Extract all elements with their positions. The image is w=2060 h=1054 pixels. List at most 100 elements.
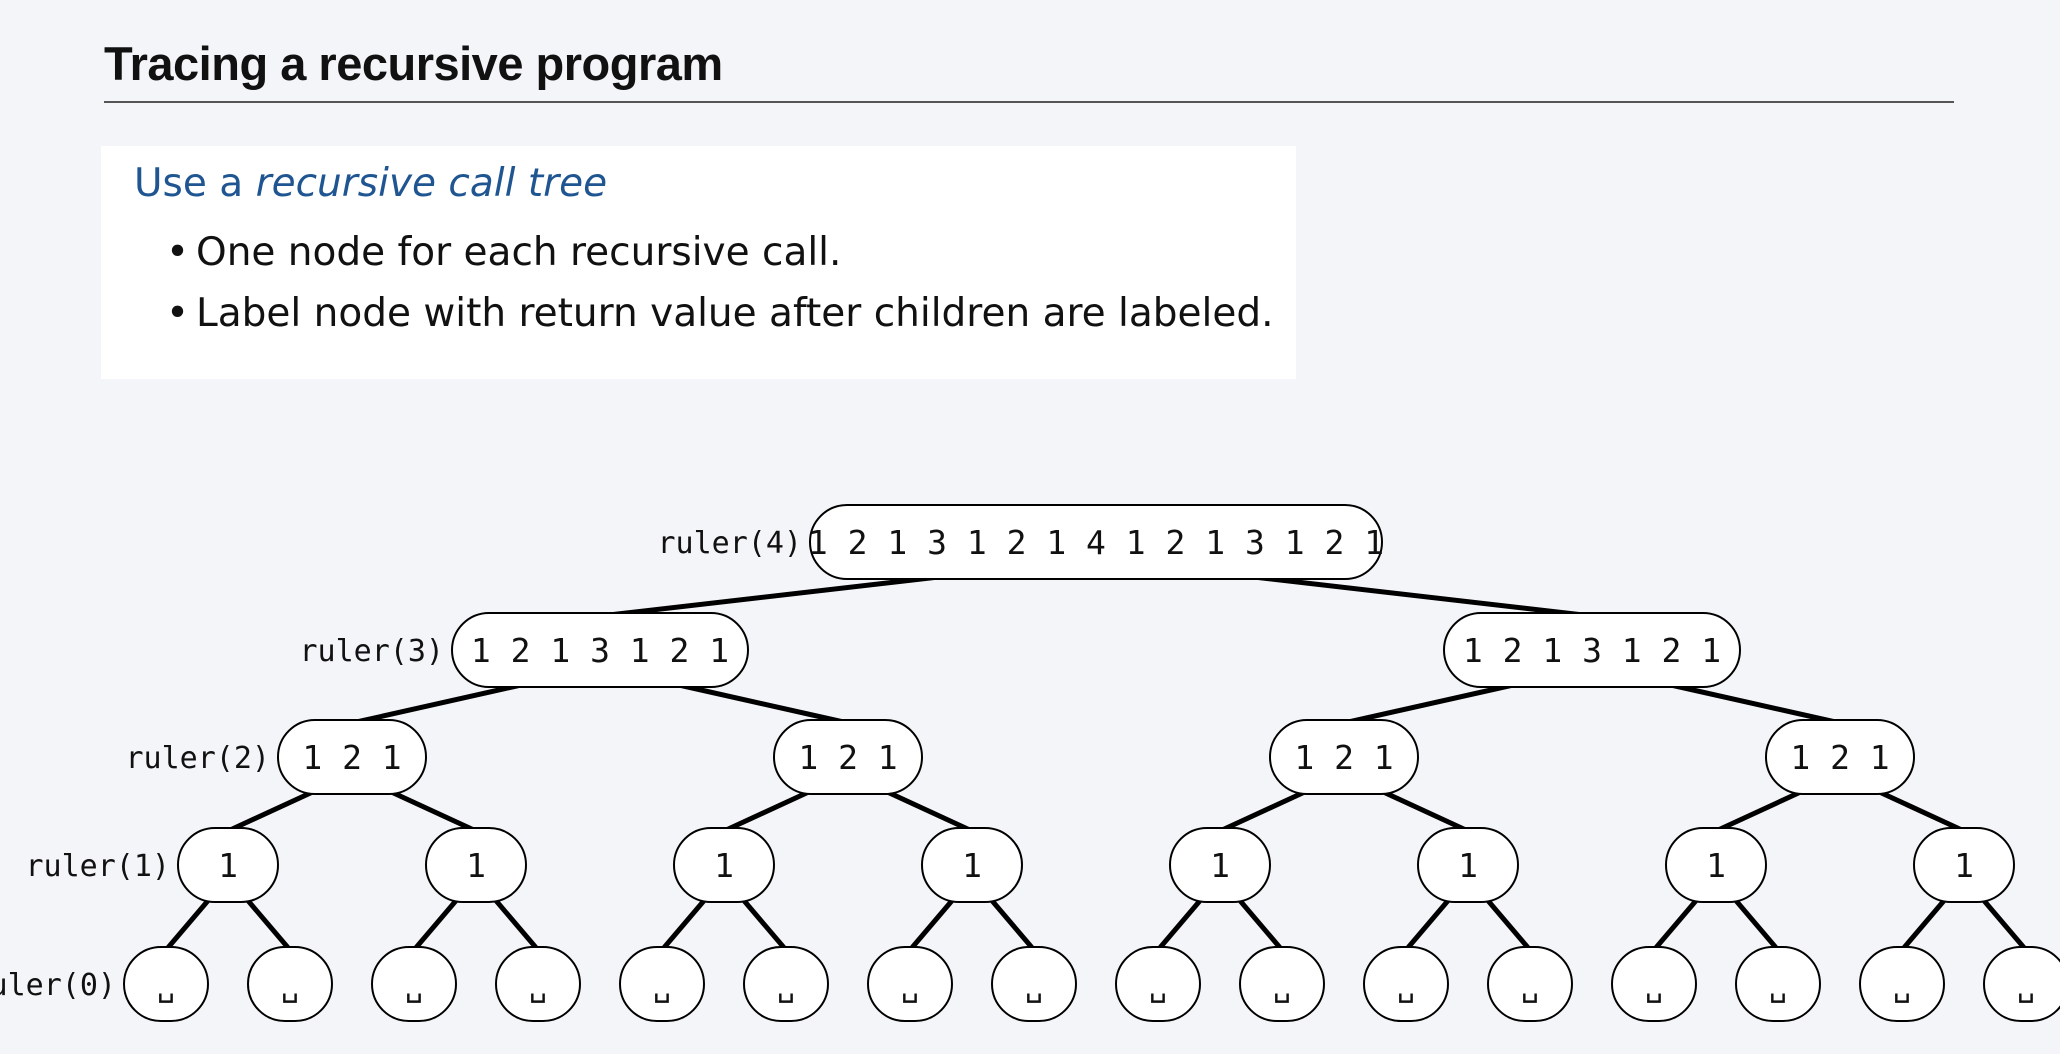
call-node-value: ␣ xyxy=(1397,969,1415,1004)
tree-edge xyxy=(740,897,788,952)
call-node-3 xyxy=(1169,827,1271,903)
tree-edge xyxy=(244,897,292,952)
call-node-value: 1 2 1 xyxy=(302,738,401,777)
call-node-4 xyxy=(867,946,953,1022)
tree-edge xyxy=(1900,897,1948,952)
tree-edge xyxy=(722,788,812,834)
call-node-4 xyxy=(619,946,705,1022)
level-label: ruler(0) xyxy=(0,968,116,1003)
call-node-3 xyxy=(1417,827,1519,903)
call-node-2 xyxy=(1269,719,1419,795)
tree-edge xyxy=(1665,681,1841,726)
call-node-4 xyxy=(1735,946,1821,1022)
call-node-value: ␣ xyxy=(1273,969,1291,1004)
call-node-3 xyxy=(1913,827,2015,903)
call-node-4 xyxy=(1115,946,1201,1022)
tree-edge xyxy=(1343,681,1519,726)
call-node-value: ␣ xyxy=(901,969,919,1004)
call-node-3 xyxy=(1665,827,1767,903)
call-node-value: ␣ xyxy=(1769,969,1787,1004)
call-node-4 xyxy=(1363,946,1449,1022)
tree-edge xyxy=(988,897,1036,952)
call-node-2 xyxy=(1765,719,1915,795)
call-node-value: ␣ xyxy=(1893,969,1911,1004)
tree-edge xyxy=(492,897,540,952)
call-node-3 xyxy=(425,827,527,903)
slide-title: Tracing a recursive program xyxy=(104,37,723,90)
call-node-value: 1 2 1 3 1 2 1 xyxy=(1463,631,1721,670)
tree-edge xyxy=(1218,788,1308,834)
tree-edge xyxy=(1714,788,1804,834)
tree-edge xyxy=(1876,788,1966,834)
tree-edge xyxy=(412,897,460,952)
call-node-value: ␣ xyxy=(529,969,547,1004)
call-node-0 xyxy=(809,504,1383,580)
call-node-value: 1 2 1 xyxy=(1790,738,1889,777)
bullet-dot-icon: • xyxy=(166,230,190,275)
call-node-value: 1 xyxy=(1954,846,1974,885)
call-node-value: ␣ xyxy=(1025,969,1043,1004)
call-node-value: 1 2 1 xyxy=(798,738,897,777)
call-node-value: ␣ xyxy=(2017,969,2035,1004)
call-node-1 xyxy=(1443,612,1741,688)
call-node-value: ␣ xyxy=(777,969,795,1004)
tree-edge xyxy=(1380,788,1470,834)
tree-edge xyxy=(1732,897,1780,952)
tree-edge xyxy=(599,573,948,619)
call-node-4 xyxy=(495,946,581,1022)
tree-edge xyxy=(660,897,708,952)
call-node-value: 1 xyxy=(466,846,486,885)
tree-edge xyxy=(1980,897,2028,952)
tree-edge xyxy=(1156,897,1204,952)
call-node-value: 1 xyxy=(1458,846,1478,885)
call-node-4 xyxy=(1983,946,2060,1022)
call-node-4 xyxy=(123,946,209,1022)
tree-edge xyxy=(884,788,974,834)
call-node-4 xyxy=(1239,946,1325,1022)
tree-edge xyxy=(226,788,316,834)
tree-edge xyxy=(1652,897,1700,952)
bullet-text: Label node with return value after child… xyxy=(196,291,1274,336)
call-node-value: 1 xyxy=(1210,846,1230,885)
bullet-dot-icon: • xyxy=(166,291,190,336)
level-label: ruler(4) xyxy=(658,526,803,561)
call-node-value: ␣ xyxy=(405,969,423,1004)
tree-edge xyxy=(908,897,956,952)
call-node-3 xyxy=(177,827,279,903)
call-node-1 xyxy=(451,612,749,688)
tree-edge xyxy=(388,788,478,834)
call-node-value: ␣ xyxy=(1521,969,1539,1004)
call-node-4 xyxy=(1859,946,1945,1022)
bullet-text: One node for each recursive call. xyxy=(196,230,842,275)
call-node-value: 1 xyxy=(1706,846,1726,885)
call-node-4 xyxy=(991,946,1077,1022)
level-label: ruler(1) xyxy=(26,849,171,884)
call-node-value: 1 xyxy=(218,846,238,885)
info-heading: Use a recursive call tree xyxy=(134,161,607,206)
call-node-value: 1 2 1 3 1 2 1 4 1 2 1 3 1 2 1 xyxy=(808,523,1384,562)
call-node-value: ␣ xyxy=(653,969,671,1004)
call-node-value: ␣ xyxy=(281,969,299,1004)
call-node-4 xyxy=(247,946,333,1022)
call-node-2 xyxy=(773,719,923,795)
level-label: ruler(3) xyxy=(300,634,445,669)
call-node-value: ␣ xyxy=(1645,969,1663,1004)
tree-edge xyxy=(164,897,212,952)
call-node-4 xyxy=(743,946,829,1022)
bullet-list: •One node for each recursive call. •Labe… xyxy=(166,222,1274,344)
call-node-4 xyxy=(1611,946,1697,1022)
info-box: Use a recursive call tree •One node for … xyxy=(101,146,1296,379)
bullet-item: •Label node with return value after chil… xyxy=(166,283,1274,344)
call-node-value: 1 2 1 3 1 2 1 xyxy=(471,631,729,670)
tree-edge xyxy=(351,681,527,726)
level-label: ruler(2) xyxy=(126,741,271,776)
bullet-item: •One node for each recursive call. xyxy=(166,222,1274,283)
call-node-value: 1 xyxy=(962,846,982,885)
call-node-value: 1 xyxy=(714,846,734,885)
tree-edge xyxy=(1404,897,1452,952)
call-node-3 xyxy=(673,827,775,903)
call-node-2 xyxy=(277,719,427,795)
tree-edge xyxy=(1244,573,1593,619)
tree-edge xyxy=(1484,897,1532,952)
